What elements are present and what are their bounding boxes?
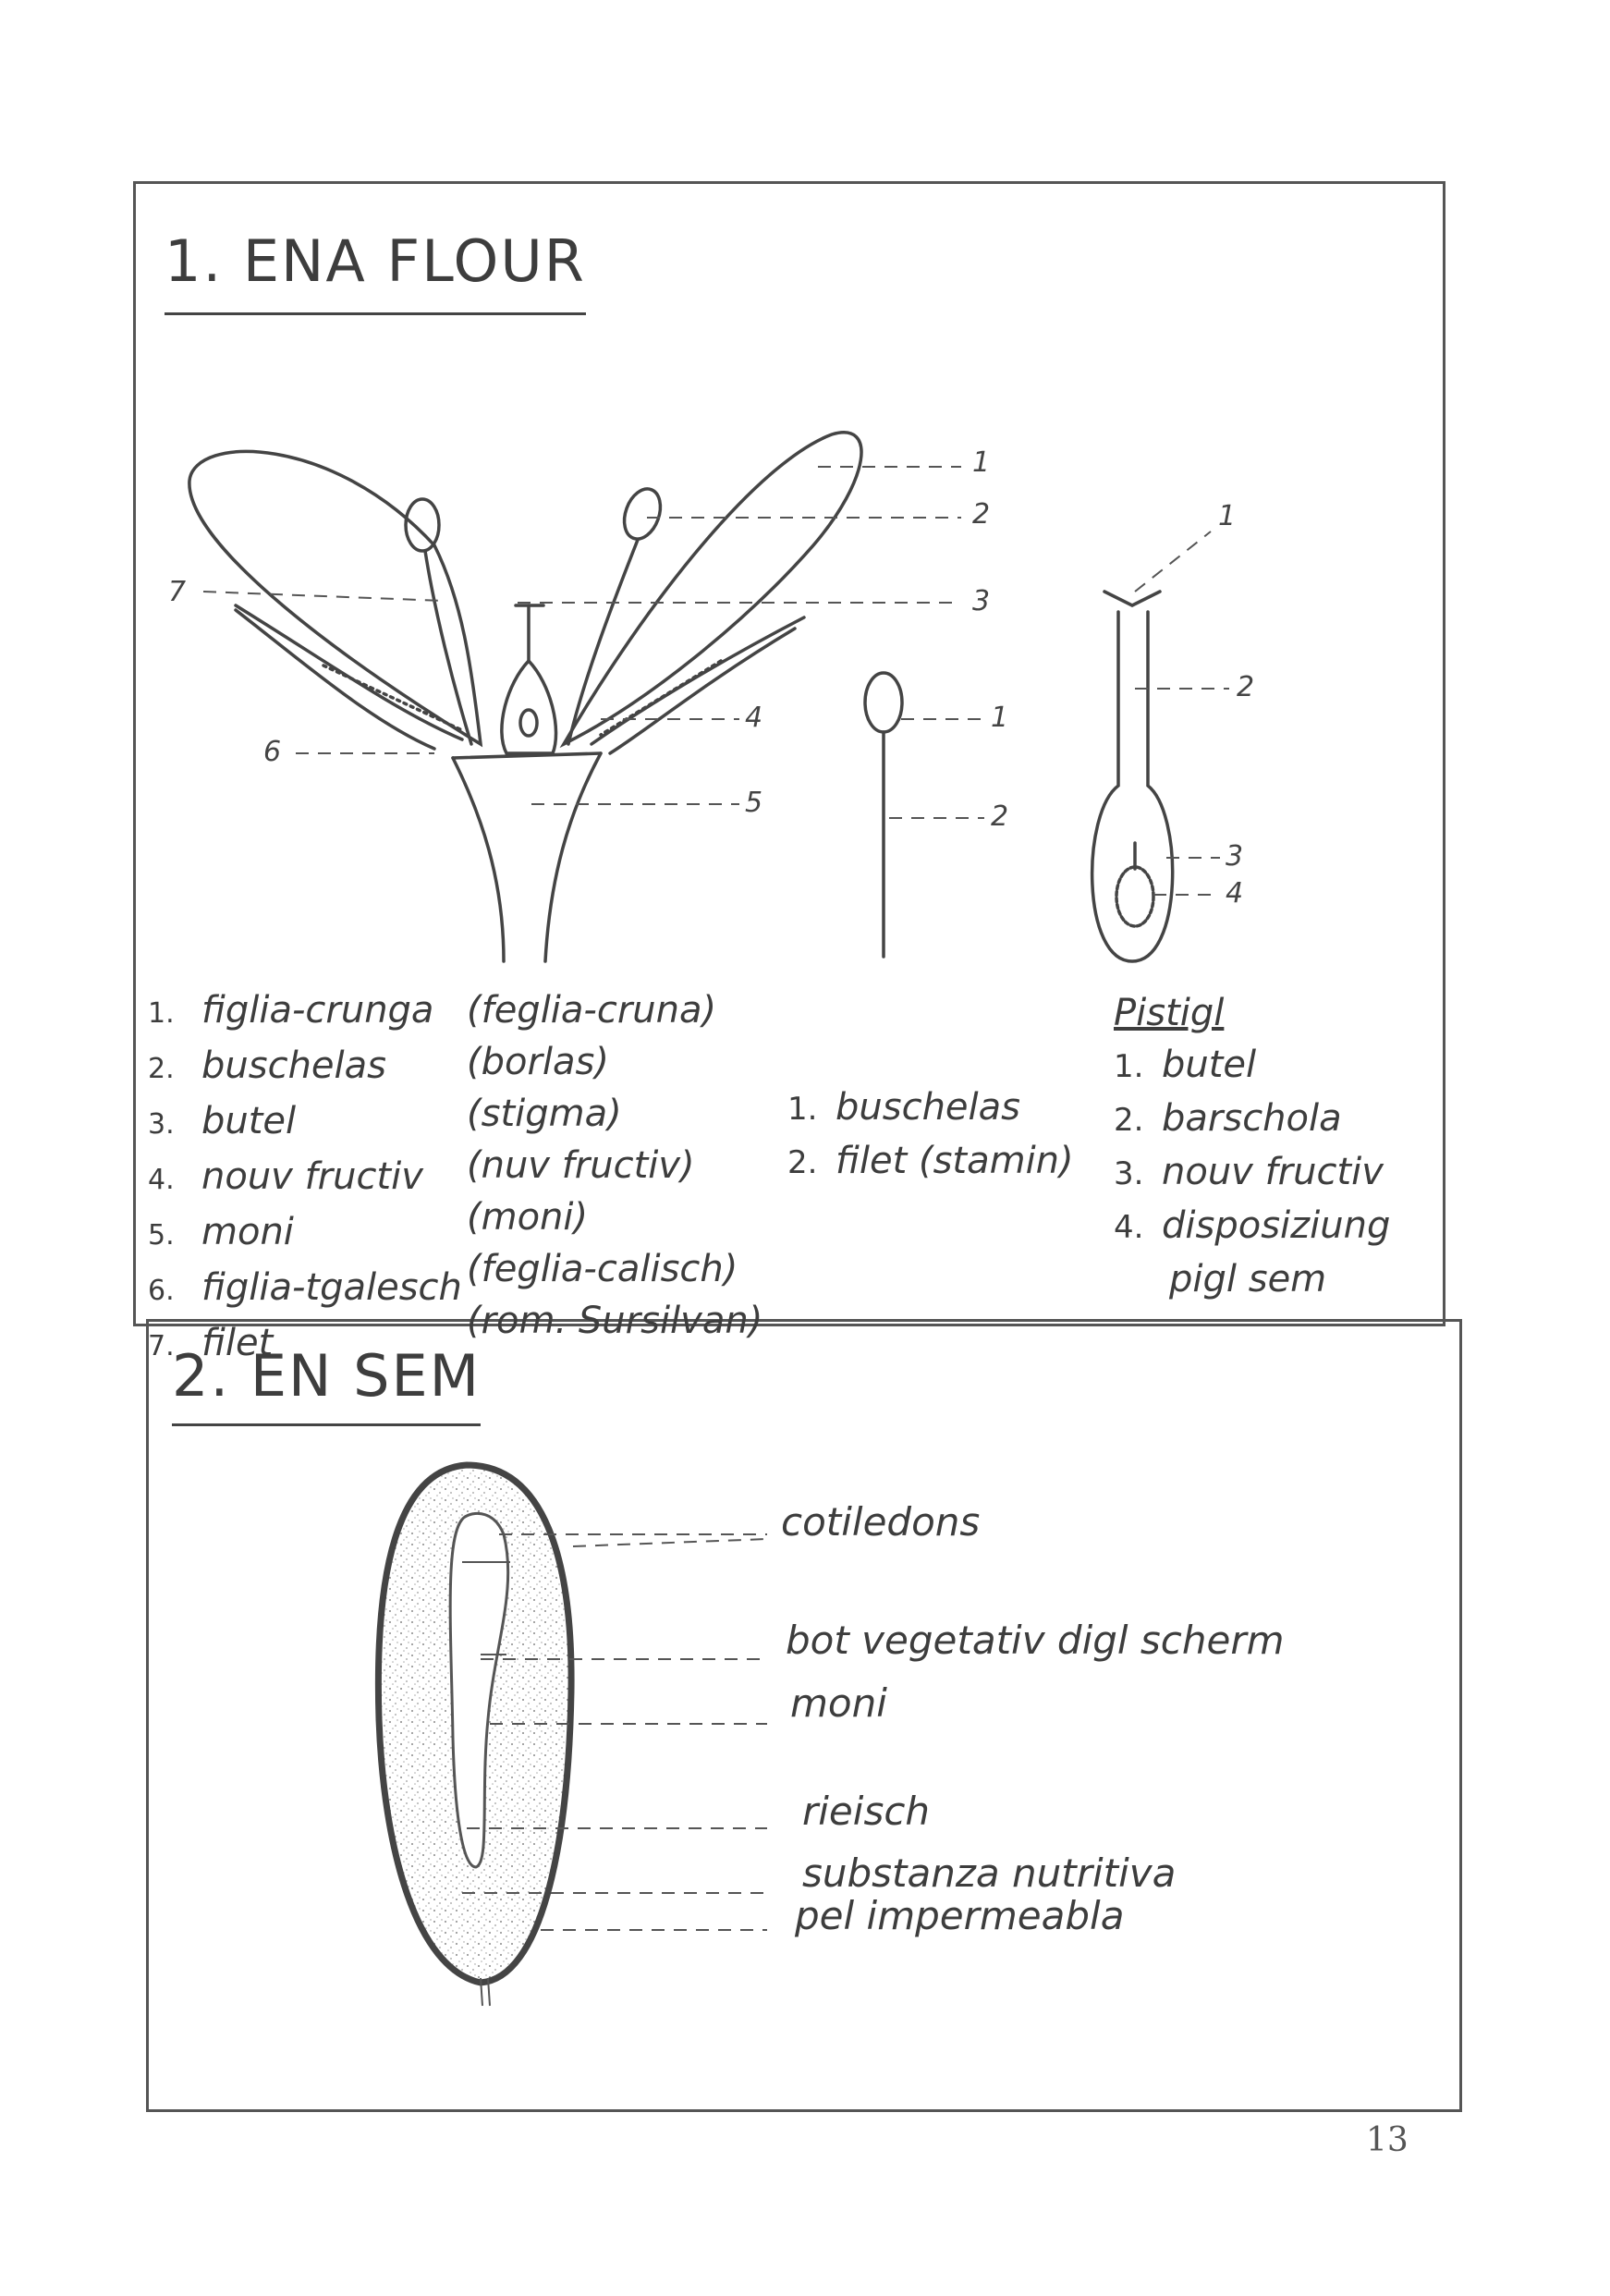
flower-callout-2: 2 [972,498,990,531]
flower-callout-4: 4 [745,702,762,734]
legend-item: 1.figlia-crunga [148,989,434,1032]
legend-alt: (rom. Sursilvan) [467,1300,763,1342]
stamen-callout-2: 2 [991,800,1008,833]
legend-item: 3.butel [148,1100,297,1142]
seed-label-moni: moni [790,1680,887,1726]
legend-pistil: Pistigl 1.butel 2.barschola 3.nouv fruct… [1114,987,1390,1305]
legend-alt: (feglia-calisch) [467,1248,738,1290]
legend-alt: (moni) [467,1196,589,1239]
legend-item: 1.buschelas [787,1086,1020,1129]
legend-item: 5.moni [148,1211,294,1253]
legend-left-alt: (feglia-cruna) (borlas) (stigma) (nuv fr… [467,984,762,1347]
legend-item: 1.butel [1114,1044,1257,1086]
legend-stamen: 1.buschelas 2.filet (stamin) [787,1081,1074,1189]
flower-drawing: 1 2 3 4 5 6 7 [168,431,990,963]
flower-callout-7: 7 [168,576,186,608]
section2-frame [146,1319,1462,2112]
stamen-callout-1: 1 [991,702,1008,734]
flower-callout-1: 1 [972,446,990,479]
legend-item: 4.nouv fructiv [148,1155,423,1198]
flower-callout-6: 6 [263,736,281,768]
section1-frame [133,181,1445,1326]
stamen-drawing: 1 2 [863,671,1008,959]
section2-title: 2. EN SEM [172,1342,482,1426]
pistil-callout-1: 1 [1218,500,1236,532]
pistil-drawing: 1 2 3 4 [1090,500,1254,963]
legend-alt: (nuv fructiv) [467,1144,695,1187]
seed-label-bot-vegetativ: bot vegetativ digl scherm [786,1618,1285,1663]
legend-item: 4.disposiziung [1114,1204,1391,1247]
legend-alt: (stigma) [467,1093,622,1135]
legend-item: 2.barschola [1114,1097,1342,1140]
legend-alt: (borlas) [467,1041,609,1083]
legend-item: 3.nouv fructiv [1114,1151,1384,1193]
section1-title: 1. ENA FLOUR [165,227,586,315]
seed-label-pel: pel impermeabla [795,1893,1125,1938]
seed-label-rieisch: rieisch [802,1789,931,1834]
flower-callout-5: 5 [745,787,762,819]
legend-item: 2.buschelas [148,1044,386,1087]
legend-left: 1.figlia-crunga 2.buschelas 3.butel 4.no… [148,984,462,1373]
pistil-callout-3: 3 [1226,840,1243,873]
legend-item: pigl sem [1169,1258,1327,1301]
pistil-callout-2: 2 [1237,671,1254,703]
seed-label-cotiledons: cotiledons [781,1499,981,1545]
seed-drawing [374,1461,768,2007]
legend-item: 7.filet [148,1322,274,1364]
page-number: 13 [1366,2121,1409,2159]
seed-label-substanza: substanza nutritiva [802,1850,1177,1896]
pistil-heading: Pistigl [1114,992,1225,1034]
legend-item: 6.figlia-tgalesch [148,1266,462,1309]
flower-callout-3: 3 [972,585,990,617]
legend-alt: (feglia-cruna) [467,989,717,1032]
pistil-callout-4: 4 [1226,877,1243,910]
legend-item: 2.filet (stamin) [787,1140,1074,1182]
